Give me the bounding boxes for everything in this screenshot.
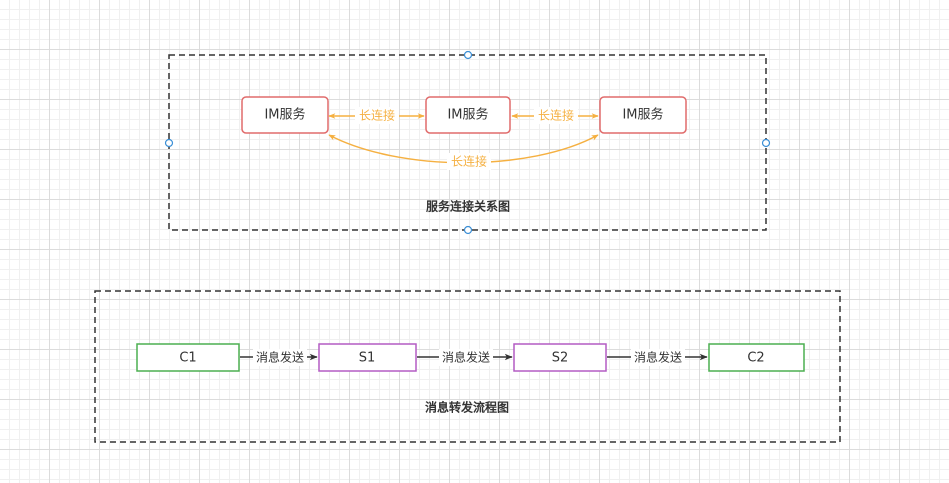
im-service-node[interactable]: IM服务 <box>425 96 511 134</box>
server-node-label: S1 <box>359 351 376 366</box>
edge-label-background <box>439 349 493 366</box>
edge-label-background <box>355 107 399 124</box>
im-service-node-label: IM服务 <box>622 107 663 123</box>
server-node-s2[interactable]: S2 <box>513 343 607 372</box>
client-node-c1[interactable]: C1 <box>136 343 240 372</box>
im-service-node[interactable]: IM服务 <box>599 96 687 134</box>
client-node-label: C2 <box>747 351 764 366</box>
message-send-label: 消息发送 <box>256 350 304 365</box>
edge-label-background <box>447 153 491 170</box>
client-node-label: C1 <box>179 351 196 366</box>
im-service-node[interactable]: IM服务 <box>241 96 329 134</box>
im-service-node-label: IM服务 <box>264 107 305 123</box>
message-flow-caption: 消息转发流程图 <box>425 400 509 415</box>
message-send-label: 消息发送 <box>442 350 490 365</box>
service-diagram-caption: 服务连接关系图 <box>426 199 510 214</box>
message-flow-container[interactable] <box>94 290 841 443</box>
long-connection-label: 长连接 <box>359 108 395 123</box>
client-node-c2[interactable]: C2 <box>708 343 805 372</box>
selection-handle[interactable] <box>463 225 473 235</box>
service-diagram[interactable]: 长连接 长连接 长连接 IM服务 IM服务 IM服务 服务连接关系图 <box>164 50 771 235</box>
selection-handle[interactable] <box>463 50 473 60</box>
server-node-label: S2 <box>552 351 569 366</box>
message-flow-diagram[interactable]: 消息发送 消息发送 消息发送 C1 S1 S2 C2 消息转发流程图 <box>94 290 841 443</box>
im-service-node-label: IM服务 <box>447 107 488 123</box>
edge-label-background <box>534 107 578 124</box>
server-node-s1[interactable]: S1 <box>318 343 417 372</box>
edge-label-background <box>631 349 685 366</box>
long-connection-label: 长连接 <box>451 154 487 169</box>
message-send-label: 消息发送 <box>634 350 682 365</box>
selection-handle[interactable] <box>164 138 174 148</box>
selection-handle[interactable] <box>761 138 771 148</box>
long-connection-label: 长连接 <box>538 108 574 123</box>
edge-label-background <box>253 349 307 366</box>
